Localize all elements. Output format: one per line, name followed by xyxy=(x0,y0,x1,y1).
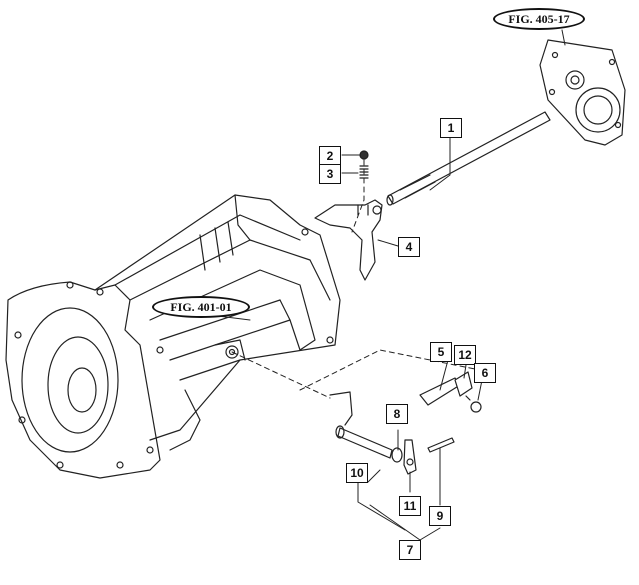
callout-1: 1 xyxy=(440,118,462,138)
callout-11: 11 xyxy=(399,496,421,516)
retaining-clip xyxy=(454,371,473,397)
alignment-lines xyxy=(231,159,481,399)
callout-2: 2 xyxy=(319,146,341,166)
callout-6: 6 xyxy=(474,363,496,383)
rear-cover-plate xyxy=(539,39,626,146)
callout-8: 8 xyxy=(386,404,408,424)
selector-lever xyxy=(403,439,417,475)
shift-rail xyxy=(386,111,551,206)
callout-4: 4 xyxy=(398,237,420,257)
bolt xyxy=(465,395,482,413)
callout-9: 9 xyxy=(429,506,451,526)
detent-ball xyxy=(359,150,369,160)
callout-5: 5 xyxy=(430,342,452,362)
callout-7: 7 xyxy=(399,540,421,560)
callout-3: 3 xyxy=(319,164,341,184)
figure-reference-405-17[interactable]: FIG. 405-17 xyxy=(493,8,585,30)
roll-pin xyxy=(427,437,455,453)
shift-fork xyxy=(314,199,383,281)
callout-12: 12 xyxy=(454,345,476,365)
o-ring xyxy=(391,447,403,463)
transmission-housing xyxy=(5,194,341,479)
leader-lines xyxy=(209,29,566,541)
selector-shaft xyxy=(329,391,393,459)
callout-10: 10 xyxy=(346,463,368,483)
lever-plate xyxy=(419,377,461,406)
figure-reference-401-01[interactable]: FIG. 401-01 xyxy=(152,296,250,318)
